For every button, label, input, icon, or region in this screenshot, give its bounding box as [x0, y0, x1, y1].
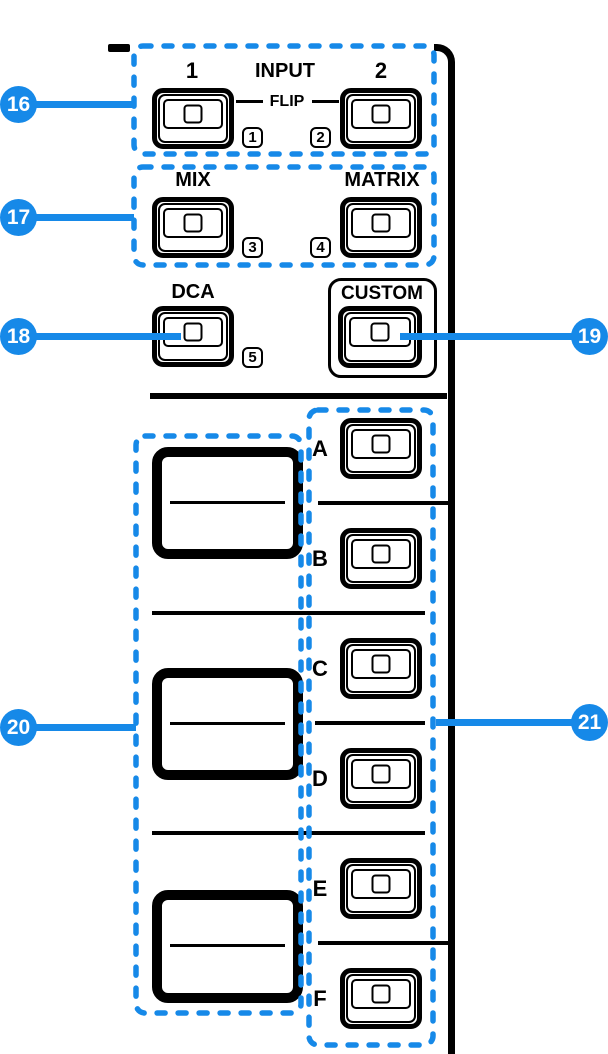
bank-f-label: F: [313, 986, 327, 1011]
bank-b-label: B: [312, 546, 328, 571]
button-led-window: [370, 322, 390, 342]
button-cap: [158, 203, 228, 252]
callout-21-line: [436, 719, 590, 726]
bank-display-3: [152, 890, 303, 1003]
callout-19-badge: 19: [571, 318, 608, 355]
tag-2: 2: [310, 127, 331, 148]
tag-3: 3: [242, 237, 263, 258]
button-top-face: [163, 208, 223, 238]
callout-20-line: [18, 724, 136, 731]
button-top-face: [351, 979, 411, 1009]
bank-f-button[interactable]: [340, 968, 422, 1029]
tag-4: 4: [310, 237, 331, 258]
mix-button[interactable]: [152, 197, 234, 258]
callout-20-badge: 20: [0, 709, 37, 746]
bank-c-button[interactable]: [340, 638, 422, 699]
matrix-label: MATRIX: [344, 169, 420, 191]
dca-label: DCA: [171, 281, 215, 303]
callout-18-badge: 18: [0, 318, 37, 355]
button-top-face: [351, 869, 411, 899]
button-led-window: [371, 434, 391, 454]
button-led-window: [371, 213, 391, 233]
bank-d-label: D: [312, 766, 328, 791]
bank-display-1: [152, 447, 303, 559]
row-separator-e-f: [318, 941, 448, 945]
button-cap: [346, 94, 416, 143]
button-top-face: [351, 429, 411, 459]
panel-edge-tick: [108, 44, 130, 52]
display-divider-line: [170, 944, 285, 947]
flip-label: FLIP: [269, 93, 305, 110]
row-separator-b-c: [152, 611, 425, 615]
panel-edge-border: [434, 44, 455, 1054]
bank-a-label: A: [312, 436, 328, 461]
button-led-window: [183, 104, 203, 124]
mix-label: MIX: [175, 169, 211, 191]
section-separator: [150, 393, 447, 399]
bank-c-label: C: [312, 656, 328, 681]
callout-18-line: [18, 333, 181, 340]
input-section-title: INPUT: [255, 60, 315, 82]
flip-line-right: [312, 100, 339, 103]
button-led-window: [371, 764, 391, 784]
button-top-face: [351, 649, 411, 679]
button-led-window: [183, 322, 203, 342]
callout-21-badge: 21: [571, 704, 608, 741]
custom-enclosure: [328, 278, 437, 378]
display-divider-line: [170, 722, 285, 725]
button-cap: [158, 94, 228, 143]
button-top-face: [351, 99, 411, 129]
button-led-window: [371, 104, 391, 124]
button-led-window: [371, 654, 391, 674]
tag-1: 1: [242, 127, 263, 148]
row-separator-c-d: [315, 721, 425, 725]
button-cap: [346, 644, 416, 693]
bank-d-button[interactable]: [340, 748, 422, 809]
display-divider-line: [170, 501, 285, 504]
input-1-label: 1: [185, 58, 199, 83]
bank-e-button[interactable]: [340, 858, 422, 919]
button-led-window: [371, 984, 391, 1004]
input-2-button[interactable]: [340, 88, 422, 149]
dca-button[interactable]: [152, 306, 234, 367]
button-top-face: [351, 208, 411, 238]
input-1-button[interactable]: [152, 88, 234, 149]
button-cap: [346, 864, 416, 913]
custom-label: CUSTOM: [341, 282, 423, 304]
callout-16-badge: 16: [0, 86, 37, 123]
callout-17-badge: 17: [0, 199, 37, 236]
button-top-face: [351, 759, 411, 789]
button-led-window: [183, 213, 203, 233]
bank-display-2: [152, 668, 303, 780]
button-cap: [346, 534, 416, 583]
bank-group-outline: [306, 407, 436, 1048]
flip-line-left: [236, 100, 263, 103]
button-led-window: [371, 544, 391, 564]
button-top-face: [163, 99, 223, 129]
button-top-face: [351, 539, 411, 569]
button-cap: [158, 312, 228, 361]
callout-17-line: [18, 214, 134, 221]
bank-e-label: E: [312, 876, 328, 901]
button-led-window: [371, 874, 391, 894]
callout-19-line: [400, 333, 590, 340]
button-cap: [346, 203, 416, 252]
button-cap: [346, 424, 416, 473]
bank-a-button[interactable]: [340, 418, 422, 479]
custom-button[interactable]: [338, 306, 422, 368]
callout-16-line: [18, 101, 134, 108]
button-top-face: [349, 317, 411, 347]
tag-5: 5: [242, 347, 263, 368]
button-top-face: [163, 317, 223, 347]
input-2-label: 2: [374, 58, 388, 83]
row-separator-d-e: [152, 831, 425, 835]
bank-b-button[interactable]: [340, 528, 422, 589]
button-cap: [346, 974, 416, 1023]
matrix-button[interactable]: [340, 197, 422, 258]
button-cap: [346, 754, 416, 803]
row-separator-a-b: [318, 501, 448, 505]
